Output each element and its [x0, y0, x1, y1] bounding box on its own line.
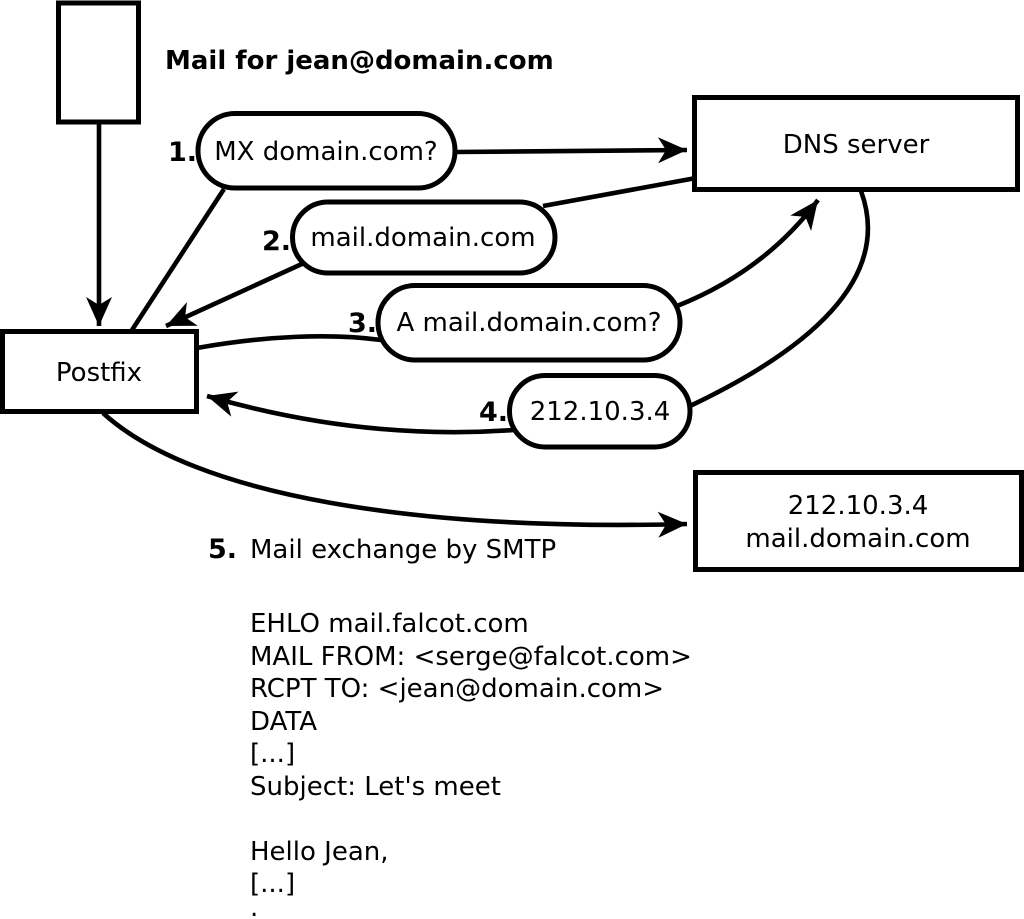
dns-server-label: DNS server [783, 130, 930, 160]
smtp-transcript: EHLO mail.falcot.com MAIL FROM: <serge@f… [250, 609, 692, 919]
smtp-line: [...] [250, 869, 295, 899]
smtp-line: DATA [250, 707, 317, 737]
target-server-host: mail.domain.com [745, 524, 970, 554]
step1-number: 1. [168, 137, 197, 168]
smtp-line: Hello Jean, [250, 837, 389, 867]
line-postfix-to-mx-query [130, 187, 226, 332]
diagram-title: Mail for jean@domain.com [165, 46, 554, 76]
step5-label: Mail exchange by SMTP [250, 535, 556, 565]
step5-number: 5. [208, 534, 237, 565]
pill-step4 [507, 373, 693, 450]
line-dns-to-answer4 [689, 190, 871, 409]
postfix-box [0, 329, 199, 414]
step4-number: 4. [479, 397, 508, 428]
postfix-label: Postfix [56, 358, 142, 388]
smtp-line: [...] [250, 739, 295, 769]
pill-step1-label: MX domain.com? [214, 137, 437, 167]
step2-number: 2. [262, 226, 291, 257]
smtp-line: EHLO mail.falcot.com [250, 609, 529, 639]
smtp-line: RCPT TO: <jean@domain.com> [250, 674, 664, 704]
smtp-line: Subject: Let's meet [250, 772, 501, 802]
smtp-line: MAIL FROM: <serge@falcot.com> [250, 642, 692, 672]
pill-step2-label: mail.domain.com [310, 223, 535, 253]
arrow-step2-to-postfix [165, 260, 305, 329]
target-server-ip: 212.10.3.4 [788, 491, 929, 521]
pill-step3 [375, 283, 683, 363]
step3-number: 3. [348, 308, 377, 339]
line-postfix-to-a-query [196, 333, 382, 351]
pill-step1 [195, 111, 458, 191]
pill-step3-label: A mail.domain.com? [397, 308, 662, 338]
arrow-step3-to-dns [676, 198, 820, 309]
arrow-step1-to-dns [455, 137, 688, 164]
pill-step2 [290, 199, 558, 276]
target-server-box [693, 470, 1024, 572]
pill-step4-label: 212.10.3.4 [530, 397, 671, 427]
line-dns-to-answer2 [542, 175, 697, 209]
dns-server-box [692, 95, 1020, 192]
arrow-step4-to-postfix [206, 391, 515, 435]
smtp-line: . [250, 893, 258, 919]
mail-document-icon [56, 0, 141, 125]
arrow-smtp-to-target [101, 411, 688, 538]
